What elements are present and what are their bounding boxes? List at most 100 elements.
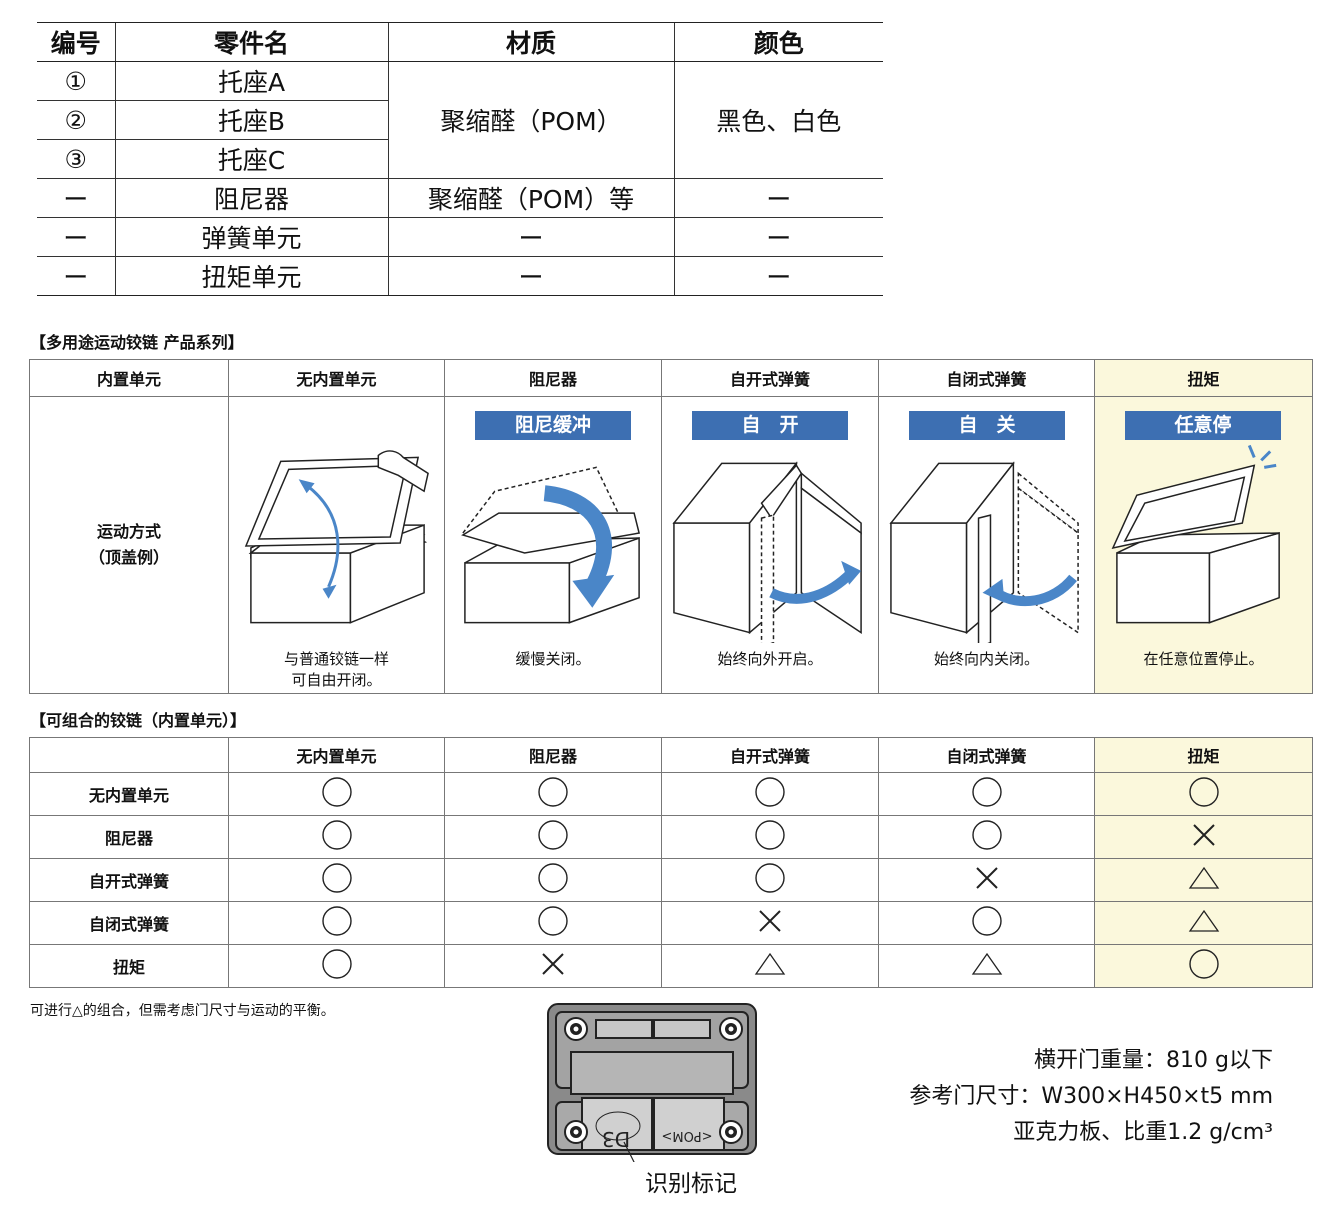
header-self-open-spring: 自开式弹簧: [661, 359, 879, 397]
mark-circle: [537, 905, 569, 941]
series-cell-no-unit: 与普通铰链一样 可自由开闭。: [228, 396, 445, 694]
table-row: 自开式弹簧: [29, 858, 1313, 902]
merged-material: 聚缩醛（POM）: [387, 61, 674, 179]
part-color: ー: [673, 256, 883, 296]
mark-cross: [1191, 822, 1217, 852]
mark-circle: [537, 776, 569, 812]
mark-circle: [537, 862, 569, 898]
cabinet-close-illustration: [889, 461, 1079, 643]
mark-circle: [1188, 776, 1220, 812]
combo-row-label: 自闭式弹簧: [29, 901, 229, 945]
caption-line: 可自由开闭。: [291, 671, 382, 689]
table-row: 自闭式弹簧: [29, 901, 1313, 945]
combo-cell: [444, 858, 662, 902]
combo-cell: [228, 772, 445, 816]
part-number: ー: [37, 256, 115, 296]
mark-circle: [971, 776, 1003, 812]
combo-header-damper: 阻尼器: [444, 737, 662, 773]
part-number: ー: [37, 217, 115, 257]
header-damper: 阻尼器: [444, 359, 662, 397]
series-cell-torque: 任意停 在任意位置停止。: [1094, 396, 1313, 694]
torque-banner: 任意停: [1125, 411, 1281, 440]
mark-circle: [971, 819, 1003, 855]
part-number: ③: [37, 139, 115, 179]
header-builtin-unit: 内置单元: [29, 359, 229, 397]
combo-cell: [661, 901, 879, 945]
part-number: ②: [37, 100, 115, 140]
mark-circle: [321, 862, 353, 898]
combo-cell: [228, 815, 445, 859]
part-name: 托座A: [114, 61, 388, 101]
combo-row-label: 扭矩: [29, 944, 229, 988]
table-row: 无内置单元: [29, 772, 1313, 816]
header-torque: 扭矩: [1094, 359, 1313, 397]
self-close-banner: 自 关: [909, 411, 1065, 440]
damper-banner: 阻尼缓冲: [475, 411, 631, 440]
table-row: ー 弹簧单元 ー ー: [37, 217, 883, 257]
header-number: 编号: [37, 22, 115, 62]
box-open-hand-illustration: [244, 450, 429, 624]
mark-circle: [754, 776, 786, 812]
combo-note: 可进行△的组合，但需考虑门尺寸与运动的平衡。: [30, 1003, 335, 1019]
part-material: ー: [387, 217, 674, 257]
combo-cell: [878, 772, 1095, 816]
spec-material: 亚克力板、比重1.2 g/cm³: [1013, 1120, 1273, 1145]
caption-line: 在任意位置停止。: [1143, 650, 1264, 668]
header-color: 颜色: [673, 22, 883, 62]
combo-cell: [1094, 901, 1313, 945]
combo-row-label: 无内置单元: [29, 772, 229, 816]
box-damper-illustration: [461, 466, 641, 624]
spec-door-weight: 横开门重量：810 g以下: [1034, 1048, 1273, 1073]
part-material: ー: [387, 256, 674, 296]
combo-cell: [228, 944, 445, 988]
combo-cell: [444, 901, 662, 945]
mark-circle: [321, 819, 353, 855]
table-row: ① 托座A 聚缩醛（POM） 黑色、白色: [37, 61, 883, 179]
part-number: ー: [37, 178, 115, 218]
combo-cell: [444, 772, 662, 816]
header-part-name: 零件名: [114, 22, 388, 62]
combo-cell: [444, 815, 662, 859]
combo-header-torque: 扭矩: [1094, 737, 1313, 773]
table-row: ② 托座B: [37, 100, 883, 140]
mark-circle: [971, 905, 1003, 941]
caption-line: 缓慢关闭。: [515, 650, 591, 668]
self-open-banner: 自 开: [692, 411, 848, 440]
merged-color: 黑色、白色: [673, 61, 883, 179]
table-row: ー 阻尼器 聚缩醛（POM）等 ー: [37, 178, 883, 218]
mark-cross: [757, 908, 783, 938]
combo-cell: [661, 944, 879, 988]
mark-circle: [321, 776, 353, 812]
cabinet-open-illustration: [672, 461, 862, 643]
part-color: ー: [673, 217, 883, 257]
combo-row-label: 阻尼器: [29, 815, 229, 859]
combo-cell: [228, 858, 445, 902]
combo-cell: [878, 815, 1095, 859]
series-table: 内置单元 无内置单元 阻尼器 自开式弹簧 自闭式弹簧 扭矩 运动方式 （顶盖例）: [29, 359, 1313, 694]
series-section-title: 【多用途运动铰链 产品系列】: [30, 333, 244, 352]
part-name: 阻尼器: [114, 178, 388, 218]
combo-header-corner: [29, 737, 229, 773]
part-name: 托座C: [114, 139, 388, 179]
mark-circle: [537, 819, 569, 855]
part-name: 弹簧单元: [114, 217, 388, 257]
mark-circle: [1188, 948, 1220, 984]
part-color: ー: [673, 178, 883, 218]
combo-cell: [878, 944, 1095, 988]
mark-triangle: [754, 951, 786, 981]
combo-cell: [228, 901, 445, 945]
mark-triangle: [971, 951, 1003, 981]
mark-cross: [974, 865, 1000, 895]
caption-line: 与普通铰链一样: [283, 650, 389, 668]
mark-circle: [754, 862, 786, 898]
hinge-part-drawing: D3 <POM>: [547, 1003, 757, 1162]
motion-label-line2: （顶盖例）: [88, 548, 169, 567]
mark-cross: [540, 951, 566, 981]
combo-cell: [661, 815, 879, 859]
caption-line: 始终向内关闭。: [933, 650, 1039, 668]
combo-cell: [444, 944, 662, 988]
combo-header-self-close: 自闭式弹簧: [878, 737, 1095, 773]
header-self-close-spring: 自闭式弹簧: [878, 359, 1095, 397]
parts-header-row: 编号 零件名 材质 颜色: [37, 22, 883, 62]
motion-row-label: 运动方式 （顶盖例）: [29, 396, 229, 694]
